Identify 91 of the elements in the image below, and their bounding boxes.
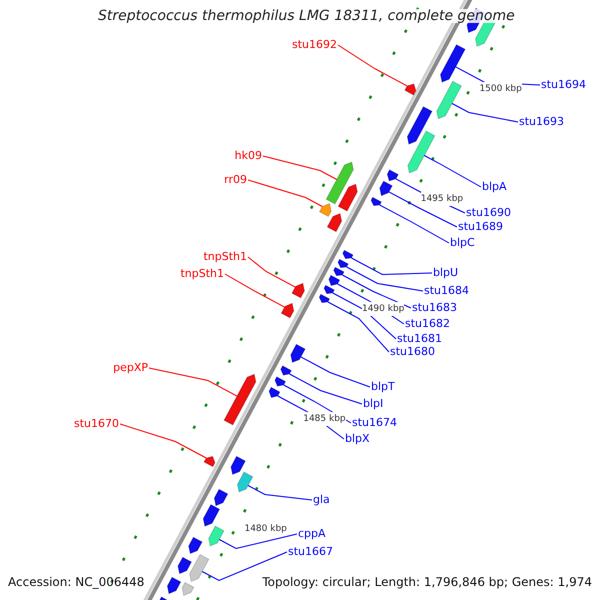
leader-line <box>346 266 424 292</box>
gene-label: stu1680 <box>390 345 436 359</box>
leader-line <box>248 256 296 288</box>
gene-label: stu1670 <box>74 417 119 431</box>
gene-block <box>280 302 294 318</box>
leader-line <box>332 292 396 340</box>
gene-label: blpU <box>433 266 458 280</box>
gene-label: stu1689 <box>458 220 504 234</box>
gene-label: tnpSth1 <box>180 267 224 281</box>
leader-line <box>248 485 312 500</box>
genome-info-text: Topology: circular; Length: 1,796,846 bp; Genes: 1,974 <box>262 575 592 589</box>
gene-block <box>280 365 292 376</box>
gene-label: blpI <box>363 397 384 411</box>
leader-line <box>328 302 390 352</box>
gene-label: stu1674 <box>352 416 398 430</box>
leader-line <box>202 552 288 582</box>
scale-label: 1485 kbp <box>303 412 346 426</box>
gene-block <box>342 250 354 260</box>
leader-line <box>262 156 338 180</box>
leader-line <box>120 424 207 458</box>
gene-block <box>328 274 340 286</box>
leader-line <box>338 44 408 86</box>
gene-label: stu1692 <box>292 38 337 52</box>
leader-line <box>289 374 362 404</box>
gene-label: blpA <box>482 180 507 194</box>
gene-block <box>208 526 224 546</box>
gene-block <box>406 106 432 145</box>
gene-block <box>166 576 182 594</box>
leader-line <box>388 191 458 228</box>
leader-line <box>300 356 370 388</box>
leader-line <box>379 204 450 244</box>
gene-block <box>290 344 306 363</box>
gene-label: blpX <box>345 432 370 446</box>
gene-block <box>404 84 416 96</box>
gene-label: gla <box>313 493 330 507</box>
gene-block <box>338 258 349 268</box>
gene-label: stu1694 <box>541 78 586 92</box>
gene-block <box>436 80 462 120</box>
gene-label: stu1682 <box>405 317 450 331</box>
gene-block <box>188 536 203 554</box>
gene-block <box>204 456 216 468</box>
gene-block <box>379 180 393 196</box>
leader-line <box>218 534 298 550</box>
accession-text: Accession: NC_006448 <box>8 575 144 589</box>
gene-block <box>237 472 254 492</box>
gene-label: blpT <box>371 380 395 394</box>
scale-label: 1480 kbp <box>244 522 287 536</box>
gene-block <box>178 556 192 574</box>
gene-block <box>326 213 342 232</box>
leader-line <box>148 368 238 397</box>
gene-label: pepXP <box>113 361 148 375</box>
gene-block <box>224 374 256 426</box>
gene-label: stu1667 <box>288 545 334 559</box>
gene-block <box>333 266 344 276</box>
leader-line <box>342 274 412 308</box>
gene-block <box>338 184 358 212</box>
gene-block <box>230 456 246 475</box>
gene-block <box>189 554 210 582</box>
leader-line <box>351 258 432 275</box>
gene-block <box>182 582 194 596</box>
gene-block <box>318 294 330 304</box>
gene-label: cppA <box>298 527 326 541</box>
gene-block <box>214 488 228 506</box>
gene-block <box>319 203 332 217</box>
gene-label: blpC <box>450 236 475 250</box>
gene-block <box>326 162 354 204</box>
gene-block <box>440 44 466 83</box>
gene-block <box>407 130 436 174</box>
gene-label: stu1693 <box>519 115 564 129</box>
gene-block <box>386 169 399 182</box>
gene-label: hk09 <box>234 149 262 163</box>
gene-block <box>324 284 335 294</box>
leader-line <box>248 180 323 207</box>
scale-label: 1500 kbp <box>479 82 522 96</box>
gene-label: rr09 <box>224 173 247 187</box>
map-title: Streptococcus thermophilus LMG 18311, complete genome <box>98 9 515 23</box>
leader-line <box>424 155 482 188</box>
gene-label: tnpSth1 <box>203 250 247 264</box>
gene-label: stu1683 <box>412 301 458 315</box>
gene-block <box>370 196 382 206</box>
leader-line <box>452 103 518 122</box>
gene-label: stu1684 <box>424 284 470 298</box>
leader-line <box>224 274 285 308</box>
gene-block <box>292 282 305 298</box>
gene-label: stu1690 <box>466 206 512 220</box>
gene-block <box>268 386 280 398</box>
scale-label: 1495 kbp <box>420 192 464 206</box>
gene-label: stu1681 <box>397 332 442 346</box>
scale-label: 1490 kbp <box>362 302 404 316</box>
gene-block <box>274 376 286 387</box>
gene-block <box>202 504 220 527</box>
